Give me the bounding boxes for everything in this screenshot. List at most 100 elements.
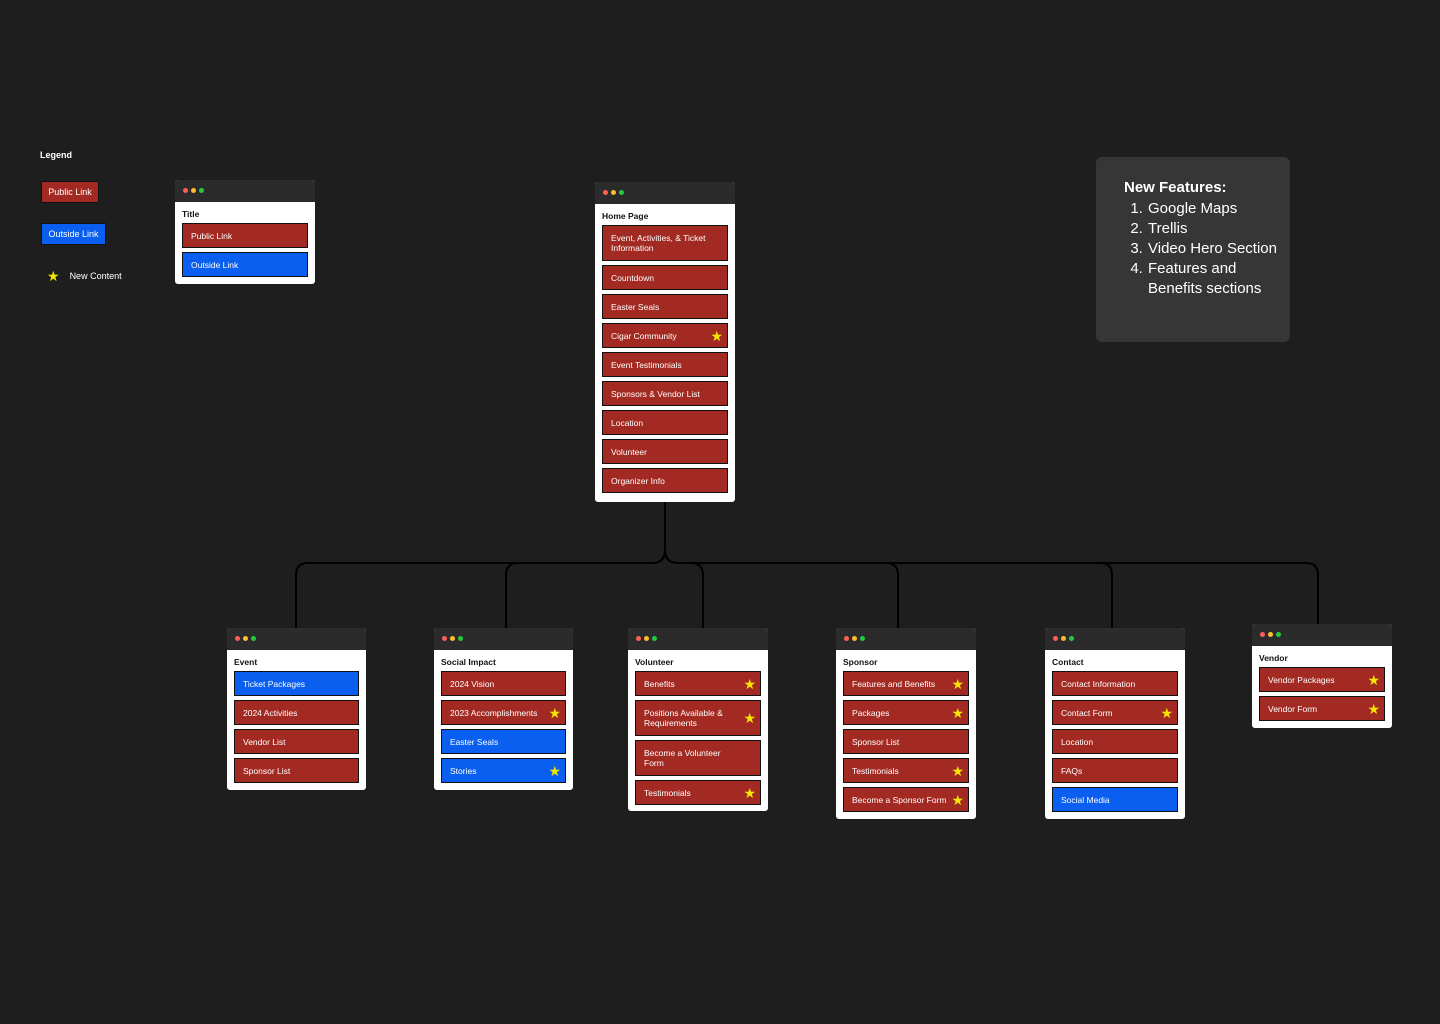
event-link-ticket-packages[interactable]: Ticket Packages — [234, 671, 359, 696]
event-link-2024-activities[interactable]: 2024 Activities — [234, 700, 359, 725]
legend-new-content: ★ New Content — [47, 269, 122, 283]
minimize-dot-icon — [243, 636, 248, 641]
legend-public-link: Public Link — [41, 181, 99, 203]
contact-link-location[interactable]: Location — [1052, 729, 1178, 754]
home-link-organizer-info[interactable]: Organizer Info — [602, 468, 728, 493]
contact-link-faqs[interactable]: FAQs — [1052, 758, 1178, 783]
link-label: Sponsor List — [852, 736, 900, 747]
event-link-vendor-list[interactable]: Vendor List — [234, 729, 359, 754]
link-label: FAQs — [1061, 765, 1083, 776]
link-label: Location — [611, 417, 644, 428]
volunteer-link-form[interactable]: Become a Volunteer Form — [635, 740, 761, 776]
sponsor-link-form[interactable]: Become a Sponsor Form★ — [843, 787, 969, 812]
star-icon: ★ — [548, 762, 561, 779]
minimize-dot-icon — [1268, 632, 1273, 637]
maximize-dot-icon — [251, 636, 256, 641]
maximize-dot-icon — [652, 636, 657, 641]
link-label: 2024 Activities — [243, 707, 298, 718]
minimize-dot-icon — [450, 636, 455, 641]
link-label: Volunteer — [611, 446, 647, 457]
window-titlebar — [1045, 628, 1185, 650]
window-titlebar — [175, 180, 315, 202]
star-icon: ★ — [743, 784, 756, 801]
close-dot-icon — [636, 636, 641, 641]
social-link-2023-accomplishments[interactable]: 2023 Accomplishments ★ — [441, 700, 566, 725]
star-icon: ★ — [951, 675, 964, 692]
link-label: Become a Sponsor Form — [852, 794, 947, 805]
window-title: Title — [182, 209, 200, 219]
link-label: Location — [1061, 736, 1094, 747]
event-page-window: Event Ticket Packages 2024 Activities Ve… — [227, 628, 366, 790]
link-label: Sponsors & Vendor List — [611, 388, 700, 399]
maximize-dot-icon — [1276, 632, 1281, 637]
sponsor-link-testimonials[interactable]: Testimonials★ — [843, 758, 969, 783]
star-icon: ★ — [1367, 671, 1380, 688]
window-titlebar — [227, 628, 366, 650]
minimize-dot-icon — [644, 636, 649, 641]
window-titlebar — [836, 628, 976, 650]
home-link-easter-seals[interactable]: Easter Seals — [602, 294, 728, 319]
home-link-countdown[interactable]: Countdown — [602, 265, 728, 290]
window-title: Contact — [1052, 657, 1084, 667]
window-title: Sponsor — [843, 657, 878, 667]
social-link-stories[interactable]: Stories★ — [441, 758, 566, 783]
link-label: Testimonials — [852, 765, 899, 776]
star-icon: ★ — [1367, 700, 1380, 717]
window-titlebar — [595, 182, 735, 204]
new-features-list: Google Maps Trellis Video Hero Section F… — [1124, 199, 1282, 299]
home-link-location[interactable]: Location — [602, 410, 728, 435]
new-features-heading: New Features: — [1124, 179, 1227, 196]
window-title: Home Page — [602, 211, 649, 221]
contact-link-information[interactable]: Contact Information — [1052, 671, 1178, 696]
minimize-dot-icon — [191, 188, 196, 193]
vendor-link-packages[interactable]: Vendor Packages ★ — [1259, 667, 1385, 692]
window-title: Event — [234, 657, 258, 667]
home-link-volunteer[interactable]: Volunteer — [602, 439, 728, 464]
star-icon: ★ — [1160, 704, 1173, 721]
feature-item: Trellis — [1147, 219, 1282, 239]
close-dot-icon — [183, 188, 188, 193]
link-label: Ticket Packages — [243, 678, 306, 689]
link-label: 2023 Accomplishments — [450, 707, 538, 718]
close-dot-icon — [1260, 632, 1265, 637]
star-icon: ★ — [743, 710, 756, 726]
star-icon: ★ — [548, 704, 561, 721]
link-label: Vendor Packages — [1268, 674, 1335, 685]
volunteer-link-positions[interactable]: Positions Available & Requirements★ — [635, 700, 761, 736]
home-link-event-testimonials[interactable]: Event Testimonials — [602, 352, 728, 377]
link-label: Testimonials — [644, 787, 691, 798]
window-titlebar — [628, 628, 768, 650]
contact-link-social-media[interactable]: Social Media — [1052, 787, 1178, 812]
social-link-2024-vision[interactable]: 2024 Vision — [441, 671, 566, 696]
link-label: Event, Activities, & Ticket Information — [611, 233, 706, 253]
link-label: Vendor Form — [1268, 703, 1318, 714]
legend-title: Legend — [40, 150, 73, 160]
star-icon: ★ — [47, 268, 60, 284]
contact-link-form[interactable]: Contact Form ★ — [1052, 700, 1178, 725]
link-label: Easter Seals — [611, 301, 660, 312]
home-page-window: Home Page Event, Activities, & Ticket In… — [595, 182, 735, 502]
legend-new-content-label: New Content — [69, 271, 122, 281]
sponsor-link-sponsor-list[interactable]: Sponsor List — [843, 729, 969, 754]
event-link-sponsor-list[interactable]: Sponsor List — [234, 758, 359, 783]
link-label: Sponsor List — [243, 765, 291, 776]
vendor-link-form[interactable]: Vendor Form ★ — [1259, 696, 1385, 721]
link-label: Social Media — [1061, 794, 1110, 805]
maximize-dot-icon — [619, 190, 624, 195]
close-dot-icon — [844, 636, 849, 641]
volunteer-link-testimonials[interactable]: Testimonials ★ — [635, 780, 761, 805]
home-link-sponsors-vendors[interactable]: Sponsors & Vendor List — [602, 381, 728, 406]
home-link-cigar-community[interactable]: Cigar Community★ — [602, 323, 728, 348]
link-label: 2024 Vision — [450, 678, 495, 689]
volunteer-link-benefits[interactable]: Benefits★ — [635, 671, 761, 696]
minimize-dot-icon — [1061, 636, 1066, 641]
social-link-easter-seals[interactable]: Easter Seals — [441, 729, 566, 754]
link-label: Packages — [852, 707, 890, 718]
link-label: Contact Form — [1061, 707, 1113, 718]
vendor-page-window: Vendor Vendor Packages★ Vendor Form★ — [1252, 624, 1392, 728]
sponsor-link-packages[interactable]: Packages★ — [843, 700, 969, 725]
minimize-dot-icon — [611, 190, 616, 195]
maximize-dot-icon — [458, 636, 463, 641]
home-link-event-info[interactable]: Event, Activities, & Ticket Information — [602, 225, 728, 261]
sponsor-link-features-benefits[interactable]: Features and Benefits★ — [843, 671, 969, 696]
